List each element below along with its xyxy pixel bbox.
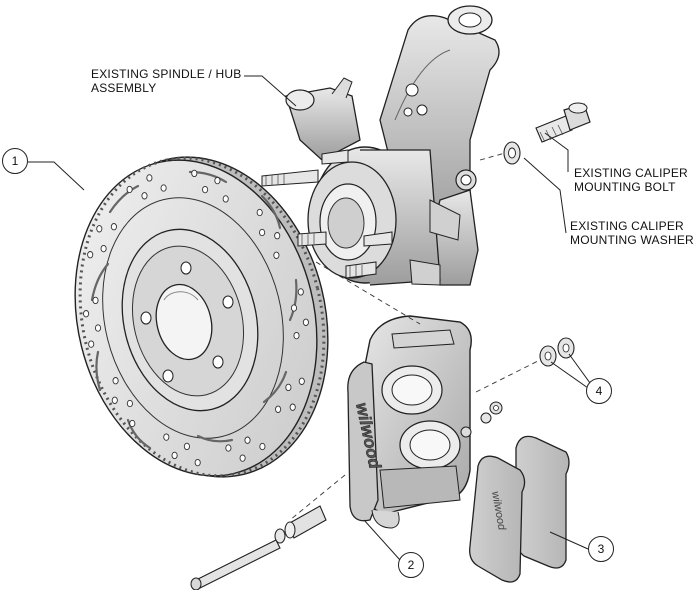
label-spindle-line2: ASSEMBLY: [91, 81, 157, 95]
rotor-drill-hole: [110, 223, 117, 231]
label-bolt-line1: EXISTING CALIPER: [574, 166, 688, 180]
label-bolt: EXISTING CALIPER MOUNTING BOLT: [574, 166, 688, 194]
rotor-drill-hole: [289, 403, 296, 411]
rotor-drill-hole: [293, 331, 300, 340]
caliper-mounting-bolt: [535, 102, 591, 143]
leader-lines: [28, 75, 591, 561]
caliper-bolt-long: [190, 505, 327, 590]
rotor-drill-hole: [244, 436, 251, 444]
rotor-drill-hole: [259, 442, 266, 451]
callout-2: 2: [398, 552, 424, 578]
rotor-drill-hole: [290, 304, 298, 312]
rotor-drill-hole: [111, 396, 118, 404]
rotor-drill-hole: [92, 296, 99, 305]
rotor-drill-hole: [191, 169, 198, 178]
label-washer-line1: EXISTING CALIPER: [570, 219, 684, 233]
brake-caliper: wilwood: [347, 315, 472, 529]
brake-pads: wilwood: [469, 435, 570, 583]
label-washer: EXISTING CALIPER MOUNTING WASHER: [570, 219, 694, 247]
rotor-drill-hole: [194, 458, 201, 467]
rotor-drill-hole: [88, 340, 95, 348]
rotor-drill-hole: [297, 288, 304, 296]
callout-3: 3: [588, 536, 614, 562]
rotor-drill-hole: [222, 195, 229, 203]
rotor-drill-hole: [214, 176, 221, 185]
rotor-drill-hole: [112, 377, 119, 385]
shim-washers: [539, 337, 575, 367]
caliper-mounting-washer: [503, 141, 521, 165]
rotor-drill-hole: [259, 228, 266, 237]
rotor-drill-hole: [225, 444, 232, 452]
callout-1: 1: [2, 148, 28, 174]
rotor-drill-hole: [100, 244, 107, 253]
rotor-drill-hole: [183, 442, 190, 451]
label-washer-line2: MOUNTING WASHER: [570, 233, 694, 247]
rotor-drill-hole: [126, 185, 133, 194]
rotor-drill-hole: [163, 433, 170, 441]
rotor-drill-hole: [141, 192, 148, 200]
alignment-lines: [289, 152, 541, 521]
rotor-drill-hole: [146, 174, 153, 182]
rotor-drill-hole: [298, 377, 305, 385]
label-spindle: EXISTING SPINDLE / HUB ASSEMBLY: [91, 67, 241, 95]
rotor-drill-hole: [83, 310, 90, 318]
rotor-drill-hole: [160, 184, 167, 192]
rotor-drill-hole: [275, 405, 282, 413]
rotor-drill-hole: [256, 208, 263, 217]
rotor-drill-hole: [96, 225, 103, 233]
rotor-drill-hole: [302, 318, 309, 326]
rotor-drill-hole: [171, 451, 178, 460]
spindle-hub-assembly: [261, 5, 500, 286]
rotor-drill-hole: [126, 399, 133, 408]
rotor-drill-hole: [273, 251, 280, 259]
label-bolt-line2: MOUNTING BOLT: [574, 180, 676, 194]
label-spindle-line1: EXISTING SPINDLE / HUB: [91, 67, 242, 81]
rotor-drill-hole: [285, 383, 292, 392]
rotor-drill-hole: [129, 419, 136, 428]
brake-rotor: [74, 156, 329, 478]
callout-4: 4: [586, 378, 612, 404]
rotor-drill-hole: [239, 454, 246, 462]
rotor-drill-hole: [202, 185, 209, 194]
rotor-drill-hole: [94, 324, 102, 332]
caliper-nuts: [480, 401, 503, 424]
rotor-drill-hole: [274, 232, 281, 240]
rotor-drill-hole: [87, 251, 94, 259]
